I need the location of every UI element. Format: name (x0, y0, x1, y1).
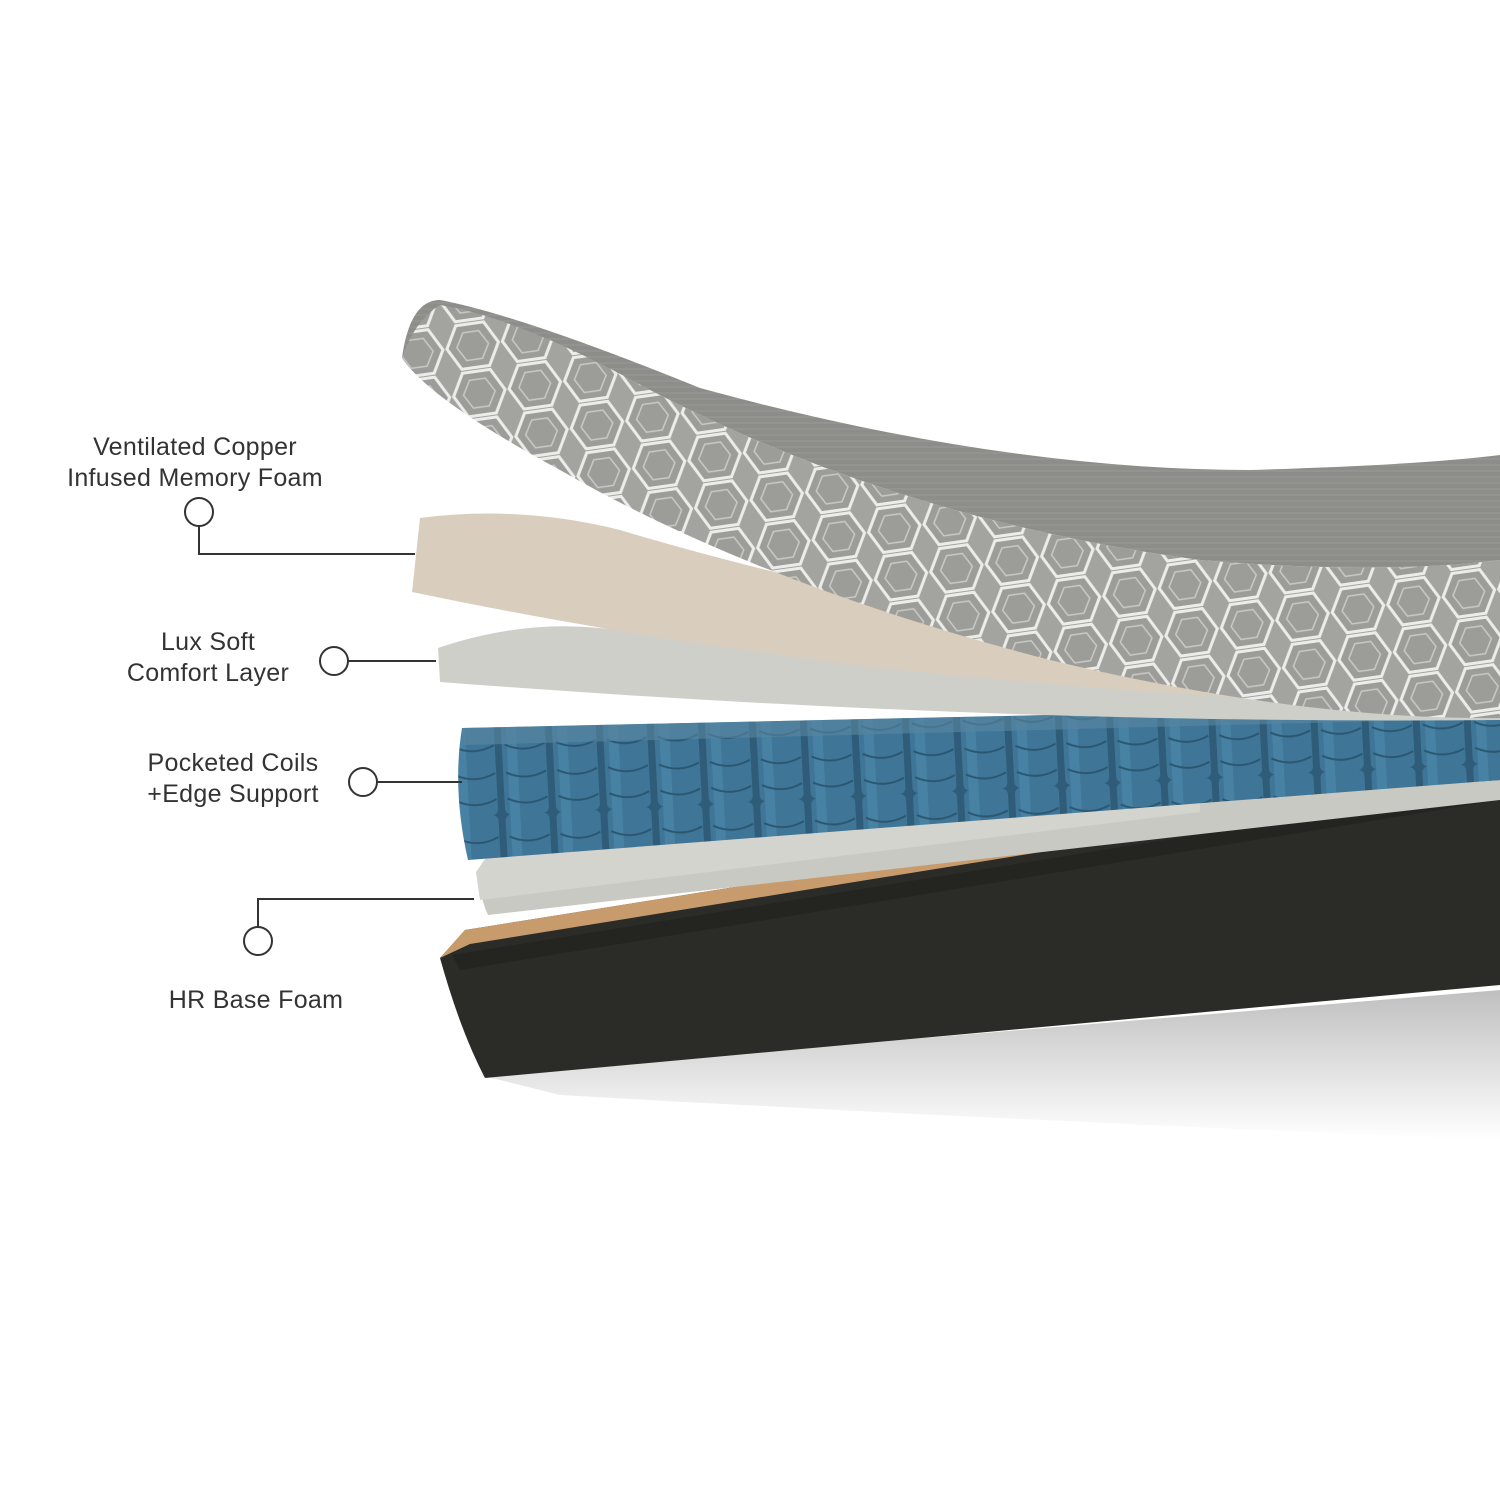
coil-layer (458, 705, 1500, 860)
base-foam-layer (480, 780, 1500, 915)
label-base-line1: HR Base Foam (168, 986, 344, 1014)
callout-marker-comfort (319, 646, 349, 676)
callout-line-base (257, 898, 474, 927)
label-memory-foam-line2: Infused Memory Foam (67, 464, 323, 492)
label-coils: Pocketed Coils +Edge Support (118, 748, 348, 810)
label-comfort-line1: Lux Soft (160, 628, 256, 656)
callout-marker-memory-foam (184, 497, 214, 527)
ground-shadow (480, 990, 1500, 1140)
top-fabric-surface (402, 300, 1500, 568)
callout-marker-coils (348, 767, 378, 797)
top-fabric-cover (402, 300, 1500, 719)
label-memory-foam-line1: Ventilated Copper (93, 433, 297, 461)
label-memory-foam: Ventilated Copper Infused Memory Foam (35, 432, 355, 494)
label-coils-line2: +Edge Support (147, 780, 319, 808)
callout-line-memory-foam (198, 526, 415, 555)
label-comfort-line2: Comfort Layer (126, 659, 290, 687)
callout-marker-base (243, 926, 273, 956)
label-base-foam: HR Base Foam (126, 985, 386, 1016)
label-comfort-layer: Lux Soft Comfort Layer (98, 627, 318, 689)
label-coils-line1: Pocketed Coils (147, 749, 319, 777)
